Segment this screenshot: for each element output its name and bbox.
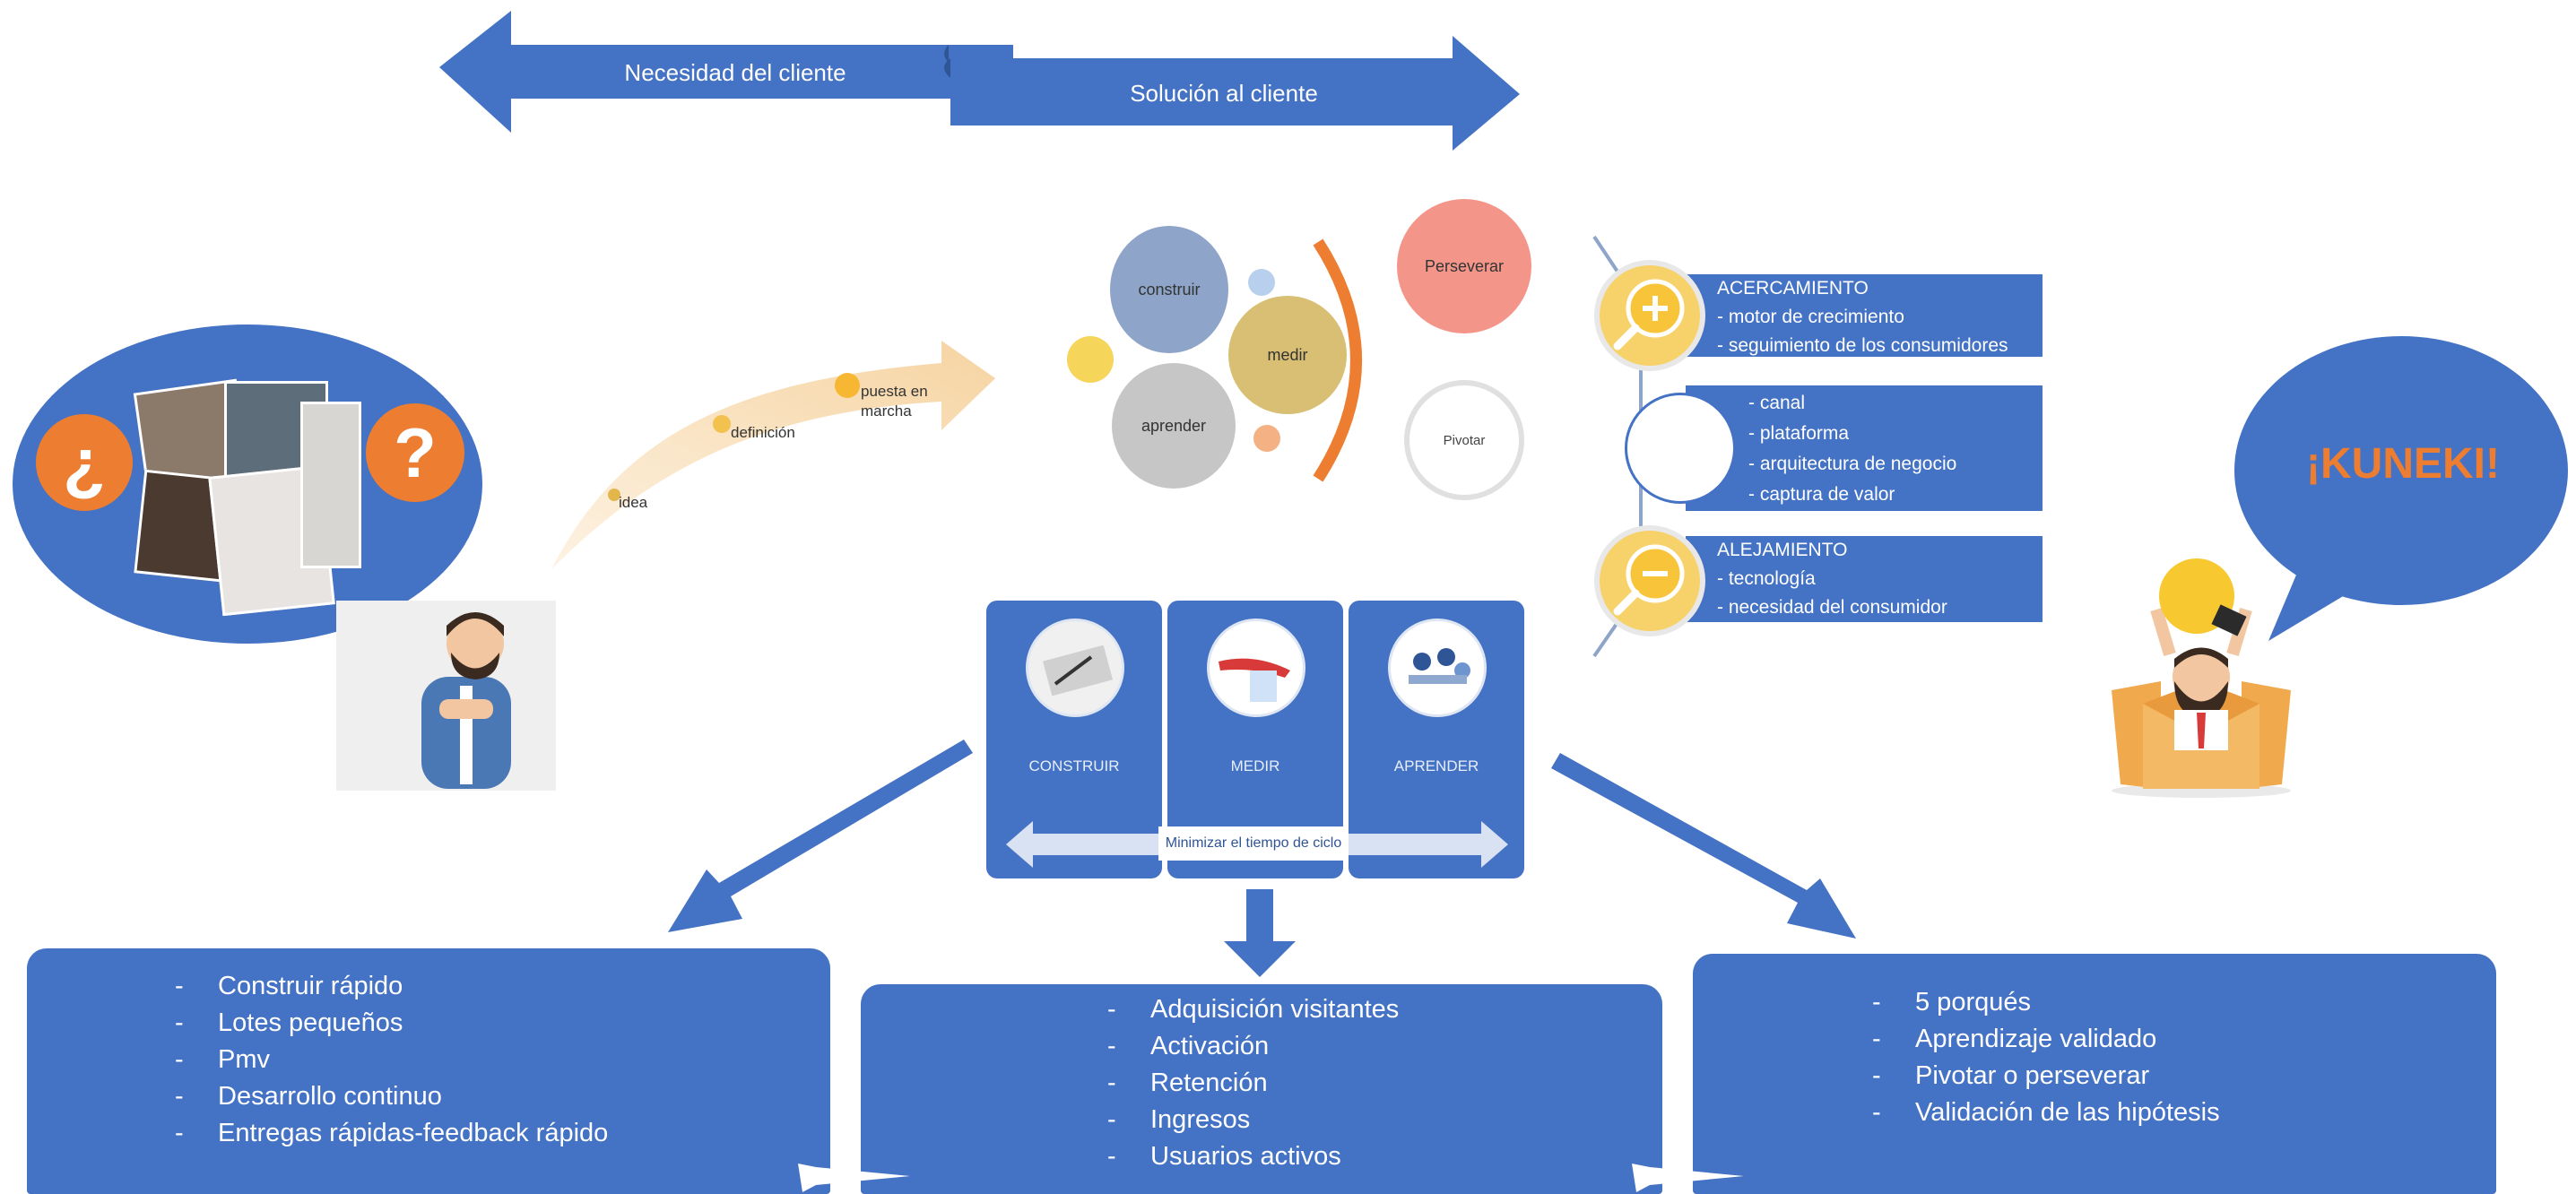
persevere-circle-label: Perseverar: [1424, 256, 1505, 275]
list-item: -5 porqués: [1872, 988, 2031, 1017]
list-item: -Pmv: [175, 1045, 270, 1074]
middle-item: - plataforma: [1748, 423, 1850, 444]
thinking-man-illustration: [336, 601, 556, 791]
build-photo: [1026, 619, 1124, 717]
pivot-circle: Pivotar: [1404, 380, 1524, 500]
list-item: -Aprendizaje validado: [1872, 1025, 2157, 1053]
build-circle: construir: [1110, 226, 1228, 353]
right-arrow-label: Solución al cliente: [1130, 80, 1318, 107]
arrow-to-left-box: [668, 740, 973, 932]
measure-circle: medir: [1228, 296, 1347, 414]
learn-panel: APRENDER: [1349, 601, 1524, 878]
curve-step-launch-line1: puesta en: [861, 383, 928, 400]
list-item: -Lotes pequeños: [175, 1008, 403, 1037]
middle-item: - arquitectura de negocio: [1748, 454, 1957, 474]
ribbon-fold: [944, 45, 949, 63]
connector-arrow-left: [798, 1164, 910, 1192]
approach-row: ACERCAMIENTO - motor de crecimiento - se…: [1686, 274, 2043, 357]
away-item: - necesidad del consumidor: [1717, 597, 1947, 618]
small-orange-dot: [1253, 425, 1280, 452]
metrics-box: -Adquisición visitantes -Activación -Ret…: [861, 984, 1662, 1194]
close-question-mark: ?: [394, 412, 437, 492]
top-arrows: Necesidad del cliente Solución al client…: [439, 11, 1520, 151]
away-item: - tecnología: [1717, 568, 1816, 589]
learn-label: APRENDER: [1393, 757, 1479, 774]
approach-item: - seguimiento de los consumidores: [1717, 335, 2008, 356]
list-item: -Pivotar o perseverar: [1872, 1061, 2150, 1090]
connector-arrow-right: [1632, 1164, 1744, 1192]
list-item: -Usuarios activos: [1107, 1142, 1341, 1171]
lightbulb-man-illustration: [2107, 556, 2304, 798]
right-speech-bubble: [2234, 336, 2568, 641]
list-item: -Adquisición visitantes: [1107, 995, 1400, 1024]
list-item: -Activación: [1107, 1032, 1270, 1060]
left-arrow-shape: [439, 11, 1013, 133]
middle-item: - canal: [1748, 393, 1806, 413]
curve-step-definition: definición: [731, 424, 795, 441]
zoom-in-icon: [1594, 260, 1705, 371]
measure-label: MEDIR: [1230, 757, 1280, 774]
list-item: -Retención: [1107, 1069, 1268, 1097]
measure-photo: [1207, 619, 1305, 717]
persevere-circle: Perseverar: [1397, 199, 1531, 333]
left-arrow-label: Necesidad del cliente: [624, 59, 846, 86]
close-question-icon: ?: [366, 403, 464, 502]
orange-arc: [1313, 238, 1362, 482]
right-arrow-shape: [950, 36, 1520, 151]
arrow-to-center-box: [1224, 889, 1296, 977]
build-panel: CONSTRUIR: [986, 601, 1162, 878]
learn-photo: [1388, 619, 1487, 717]
build-practices-box: -Construir rápido -Lotes pequeños -Pmv -…: [27, 948, 830, 1194]
away-title: ALEJAMIENTO: [1717, 540, 1848, 560]
middle-item: - captura de valor: [1748, 484, 1895, 505]
pivot-circle-label: Pivotar: [1443, 432, 1486, 448]
learn-circle: aprender: [1112, 363, 1236, 489]
arrow-to-right-box: [1551, 753, 1856, 939]
cycle-label-box: Minimizar el tiempo de ciclo: [1158, 826, 1349, 861]
away-row: ALEJAMIENTO - tecnología - necesidad del…: [1686, 536, 2043, 622]
curve-step-launch-line2: marcha: [861, 402, 912, 420]
list-item: -Entregas rápidas-feedback rápido: [175, 1119, 609, 1147]
list-item: -Ingresos: [1107, 1105, 1251, 1134]
build-circle-label: construir: [1138, 280, 1201, 298]
kuneki-text: ¡KUNEKI!: [2306, 440, 2500, 488]
open-question-mark: ¿: [63, 422, 106, 502]
small-yellow-dot: [1067, 336, 1114, 383]
build-label: CONSTRUIR: [1028, 757, 1120, 774]
middle-row: - canal - plataforma - arquitectura de n…: [1686, 385, 2043, 511]
list-item: -Validación de las hipótesis: [1872, 1098, 2220, 1127]
learning-box: -5 porqués -Aprendizaje validado -Pivota…: [1693, 954, 2496, 1194]
blank-circle: [1625, 393, 1736, 504]
learn-circle-label: aprender: [1141, 416, 1207, 435]
approach-item: - motor de crecimiento: [1717, 307, 1904, 327]
list-item: -Desarrollo continuo: [175, 1082, 442, 1111]
list-item: -Construir rápido: [175, 972, 403, 1000]
jewelry-photo: [300, 402, 361, 568]
curve-step-idea: idea: [619, 494, 648, 511]
open-question-icon: ¿: [36, 414, 133, 511]
approach-title: ACERCAMIENTO: [1717, 278, 1869, 298]
small-blue-dot: [1248, 269, 1275, 296]
cycle-label: Minimizar el tiempo de ciclo: [1165, 835, 1342, 851]
zoom-out-icon: [1594, 525, 1705, 636]
growth-curve: idea definición puesta en marcha: [551, 341, 995, 569]
measure-circle-label: medir: [1267, 345, 1308, 364]
